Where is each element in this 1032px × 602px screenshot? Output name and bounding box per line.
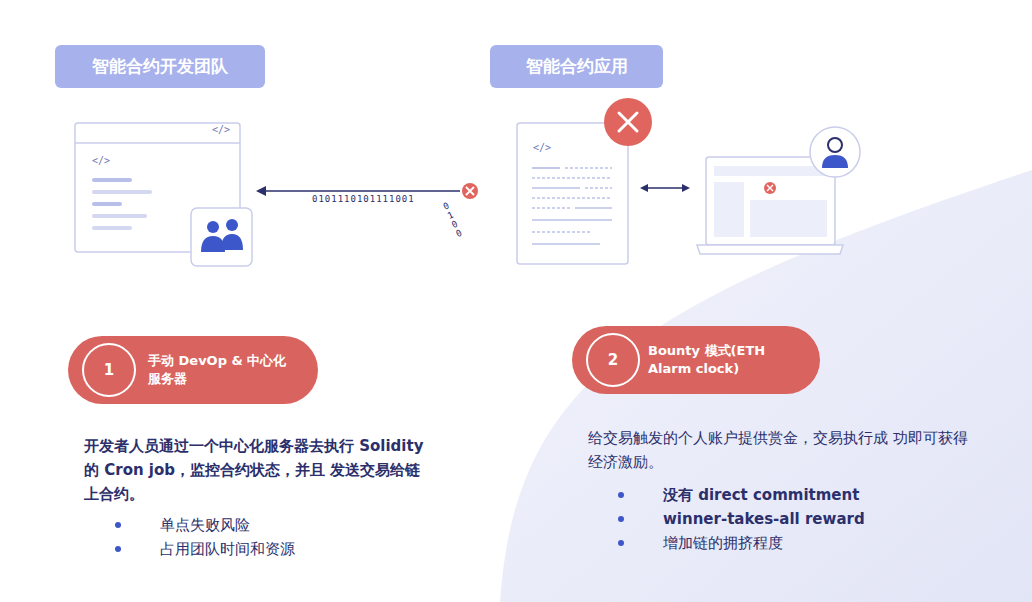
- bullet-item: 单点失败风险: [160, 513, 420, 537]
- step-pill: Bounty 模式(ETH Alarm clock) 2: [572, 326, 820, 394]
- node-label: 智能合约开发团队: [92, 55, 228, 78]
- team-icon: [191, 208, 252, 266]
- header-pill: 智能合约开发团队: [55, 45, 265, 88]
- step-number: 2: [586, 333, 640, 387]
- binary-data: 0100: [442, 200, 467, 240]
- node-label: 智能合约应用: [526, 55, 628, 78]
- user-avatar: [810, 127, 860, 177]
- step-number: 1: [82, 343, 136, 397]
- bullet-item: 增加链的拥挤程度: [663, 531, 983, 555]
- description: 给交易触发的个人账户提供赏金，交易执行成 功即可获得经济激励。: [588, 426, 968, 474]
- node-label: 手动 DevOp & 中心化服务器: [148, 352, 294, 387]
- bullet-item: 没有 direct commitment: [663, 483, 983, 507]
- bullet-item: 占用团队时间和资源: [160, 537, 420, 561]
- description: 开发者人员通过一个中心化服务器去执行 Solidity 的 Cron job，监…: [84, 434, 424, 506]
- node-label: Bounty 模式(ETH Alarm clock): [648, 342, 796, 377]
- step-pill: 手动 DevOp & 中心化服务器 1: [68, 336, 318, 404]
- double-arrow: [640, 184, 690, 192]
- binary-data: 0101110101111001: [312, 194, 452, 205]
- bullet-item: winner-takes-all reward: [663, 507, 983, 531]
- code-symbol: </>: [212, 124, 238, 136]
- contract-document: [517, 98, 652, 264]
- callout-number: 1: [104, 360, 114, 380]
- code-symbol: </>: [533, 142, 559, 154]
- header-pill: 智能合约应用: [490, 45, 663, 88]
- code-symbol: </>: [92, 155, 118, 167]
- callout-number: 2: [608, 350, 618, 370]
